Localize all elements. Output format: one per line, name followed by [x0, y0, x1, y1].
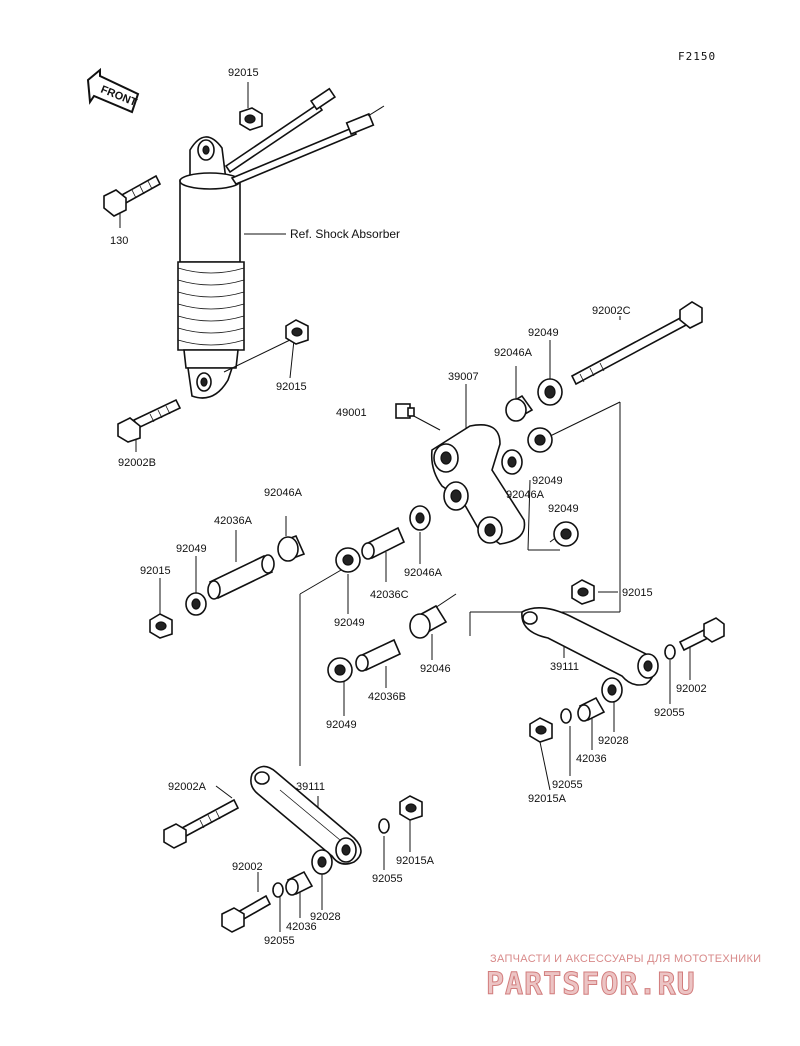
bolt-92002A	[163, 798, 240, 849]
sleeve-42036A	[207, 554, 275, 600]
label-92046A-b: 92046A	[506, 489, 545, 501]
bolt-92002-right	[678, 617, 725, 652]
label-92055-right: 92055	[654, 707, 685, 719]
nut-92015-right	[571, 579, 595, 605]
bushing-92028-left	[311, 849, 333, 875]
collar-92049-e	[335, 547, 361, 573]
nut-92015-left	[149, 613, 173, 639]
nut-92015-mid	[285, 319, 309, 345]
collar-92049-d	[185, 592, 207, 616]
label-92015-right: 92015	[622, 587, 653, 599]
nut-92015-top	[239, 107, 263, 131]
washer-92055-mid	[560, 708, 572, 724]
collar-92049-b	[527, 427, 553, 453]
label-130: 130	[110, 235, 128, 247]
label-92002C: 92002C	[592, 305, 631, 317]
sleeve-42036-left	[285, 870, 314, 896]
ref-shock-absorber-label: Ref. Shock Absorber	[290, 227, 400, 241]
bolt-130	[103, 174, 162, 217]
bolt-92002C	[570, 301, 703, 386]
shock-absorber	[177, 136, 245, 399]
label-42036-left: 42036	[286, 921, 317, 933]
washer-92055-right	[664, 644, 676, 660]
label-42036B: 42036B	[368, 691, 406, 703]
tie-rod-39111-left	[250, 765, 362, 865]
label-39111-right: 39111	[550, 661, 579, 673]
bushing-92046A-a	[505, 394, 534, 422]
collar-92049-c	[553, 521, 579, 547]
label-92055-mid: 92055	[552, 779, 583, 791]
rocker-arm-39007	[430, 424, 526, 545]
bushing-92028-right	[601, 677, 623, 703]
label-92015-top: 92015	[228, 67, 259, 79]
label-92046A-a: 92046A	[494, 347, 533, 359]
collar-92049-f	[327, 657, 353, 683]
bolt-92002-left	[221, 894, 272, 933]
label-42036A: 42036A	[214, 515, 253, 527]
label-92046: 92046	[420, 663, 451, 675]
label-92049-c: 92049	[548, 503, 579, 515]
diagram-code: F2150	[678, 50, 716, 63]
bushing-92046A-b	[501, 449, 523, 475]
label-92049-a: 92049	[528, 327, 559, 339]
label-92055-left: 92055	[264, 935, 295, 947]
label-92015A-bottom: 92015A	[396, 855, 435, 867]
label-92049-f: 92049	[326, 719, 357, 731]
label-92049-b: 92049	[532, 475, 563, 487]
label-92002-right: 92002	[676, 683, 707, 695]
sleeve-42036C	[361, 526, 406, 560]
bushing-92046	[409, 604, 448, 639]
label-92002-left: 92002	[232, 861, 263, 873]
collar-92049-a	[537, 378, 563, 406]
watermark: ЗАПЧАСТИ И АКСЕССУАРЫ ДЛЯ МОТОТЕХНИКИ PA…	[486, 953, 762, 1003]
washer-92055-left	[272, 882, 284, 898]
label-92002B: 92002B	[118, 457, 156, 469]
label-39111-left: 39111	[296, 781, 325, 793]
label-92002A: 92002A	[168, 781, 207, 793]
sleeve-42036B	[355, 638, 402, 672]
bolt-92002B	[117, 398, 182, 443]
label-92015-mid: 92015	[276, 381, 307, 393]
front-arrow-icon: FRONT	[86, 67, 140, 114]
bushing-92046A-d	[409, 505, 431, 531]
label-92015-left: 92015	[140, 565, 171, 577]
label-92049-d: 92049	[176, 543, 207, 555]
label-42036C: 42036C	[370, 589, 409, 601]
grease-nipple-49001	[395, 403, 415, 419]
label-92028-left: 92028	[310, 911, 341, 923]
label-92046A-d: 92046A	[404, 567, 443, 579]
label-92055-bottom: 92055	[372, 873, 403, 885]
watermark-tagline: ЗАПЧАСТИ И АКСЕССУАРЫ ДЛЯ МОТОТЕХНИКИ	[490, 953, 761, 965]
label-49001: 49001	[336, 407, 367, 419]
label-92049-e: 92049	[334, 617, 365, 629]
bushing-92046A-c	[277, 534, 306, 562]
sleeve-42036-right	[577, 696, 606, 722]
reservoir-hose	[224, 87, 385, 185]
washer-92055-bottom	[378, 818, 390, 834]
nut-92015A-right	[529, 717, 553, 743]
nut-92015A-bottom	[399, 795, 423, 821]
part-labels: Ref. Shock Absorber 92015 130 92015 9200…	[110, 67, 707, 947]
label-42036-right: 42036	[576, 753, 607, 765]
label-92015A-right: 92015A	[528, 793, 567, 805]
tie-rod-39111-right	[521, 607, 659, 686]
label-92046A-c: 92046A	[264, 487, 303, 499]
watermark-site: PARTSFOR.RU	[486, 967, 696, 1002]
label-39007: 39007	[448, 371, 479, 383]
label-92028-right: 92028	[598, 735, 629, 747]
